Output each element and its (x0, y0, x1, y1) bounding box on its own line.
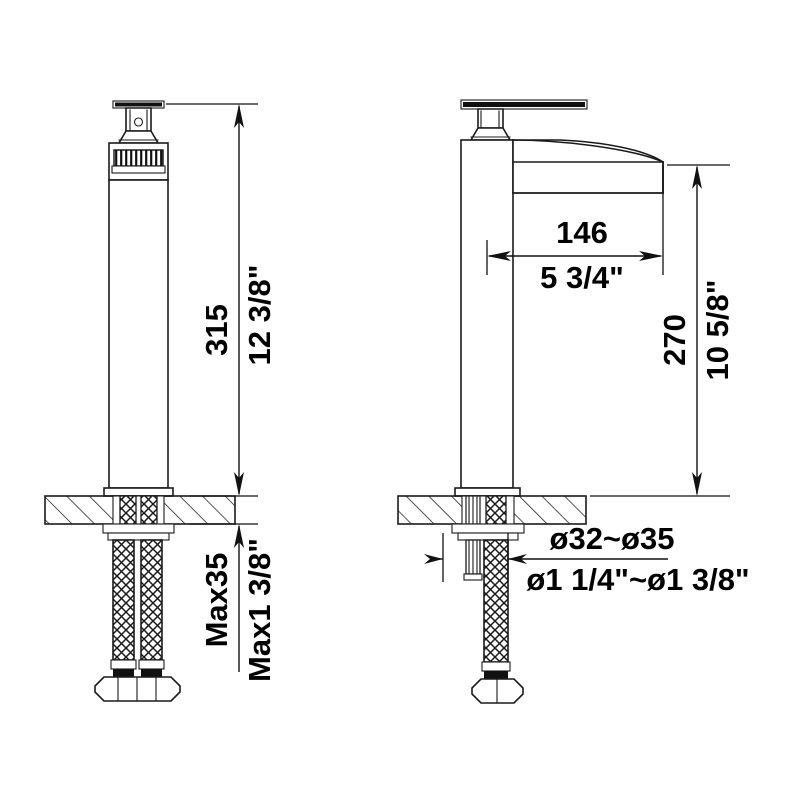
dim-text-315-metric: 315 (199, 304, 234, 356)
left-faucet-view (44, 100, 236, 702)
right-faucet-body-column (460, 139, 514, 489)
dim-hole-diameter: ø32~ø35 ø1 1/4"~ø1 3/8" (424, 521, 750, 597)
right-braided-hose (481, 539, 511, 679)
dim-text-270-metric: 270 (657, 314, 692, 366)
dim-text-146-metric: 146 (556, 215, 608, 250)
right-base-escutcheon (454, 487, 521, 497)
dim-spout-height-270: 270 10 5/8" (590, 164, 735, 497)
dim-text-315-imperial: 12 3/8" (242, 265, 277, 366)
dim-text-hole-imperial: ø1 1/4"~ø1 3/8" (526, 562, 749, 597)
dim-text-270-imperial: 10 5/8" (700, 280, 735, 381)
dim-text-max35-metric: Max35 (199, 553, 234, 648)
right-top-cap-plate (460, 99, 588, 110)
left-base-escutcheon (103, 487, 174, 497)
left-braided-hose-hot (110, 539, 137, 677)
right-waterfall-spout (512, 139, 665, 194)
right-mounting-shank (451, 495, 525, 541)
dim-text-max35-imperial: Max1 3/8" (242, 538, 277, 682)
dim-text-hole-metric: ø32~ø35 (550, 521, 675, 556)
left-faucet-body-column (108, 179, 169, 489)
left-knurled-collar (108, 142, 169, 181)
dim-deck-thickness-max35 (234, 524, 244, 672)
left-braided-hose-cold (138, 539, 165, 677)
left-mounting-shank (102, 495, 175, 541)
left-top-cap-plate (112, 100, 165, 109)
right-hex-nut (471, 678, 524, 704)
right-faucet-view (397, 99, 665, 704)
left-lever-handle (117, 107, 160, 144)
dim-overall-height-315 (234, 104, 244, 496)
left-dimension-set: 315 12 3/8" Max35 Max1 3/8" (166, 103, 277, 682)
right-threaded-rod (463, 539, 483, 581)
knurl-band (113, 149, 164, 167)
dim-text-146-imperial: 5 3/4" (540, 260, 624, 295)
right-dimension-set: 146 5 3/4" 270 10 5/8" ø32~ø35 ø1 1/4"~ø… (424, 164, 750, 597)
right-lever-handle (469, 108, 512, 141)
dim-spout-reach-146: 146 5 3/4" (486, 165, 664, 295)
left-hex-nut-pair (94, 676, 181, 702)
